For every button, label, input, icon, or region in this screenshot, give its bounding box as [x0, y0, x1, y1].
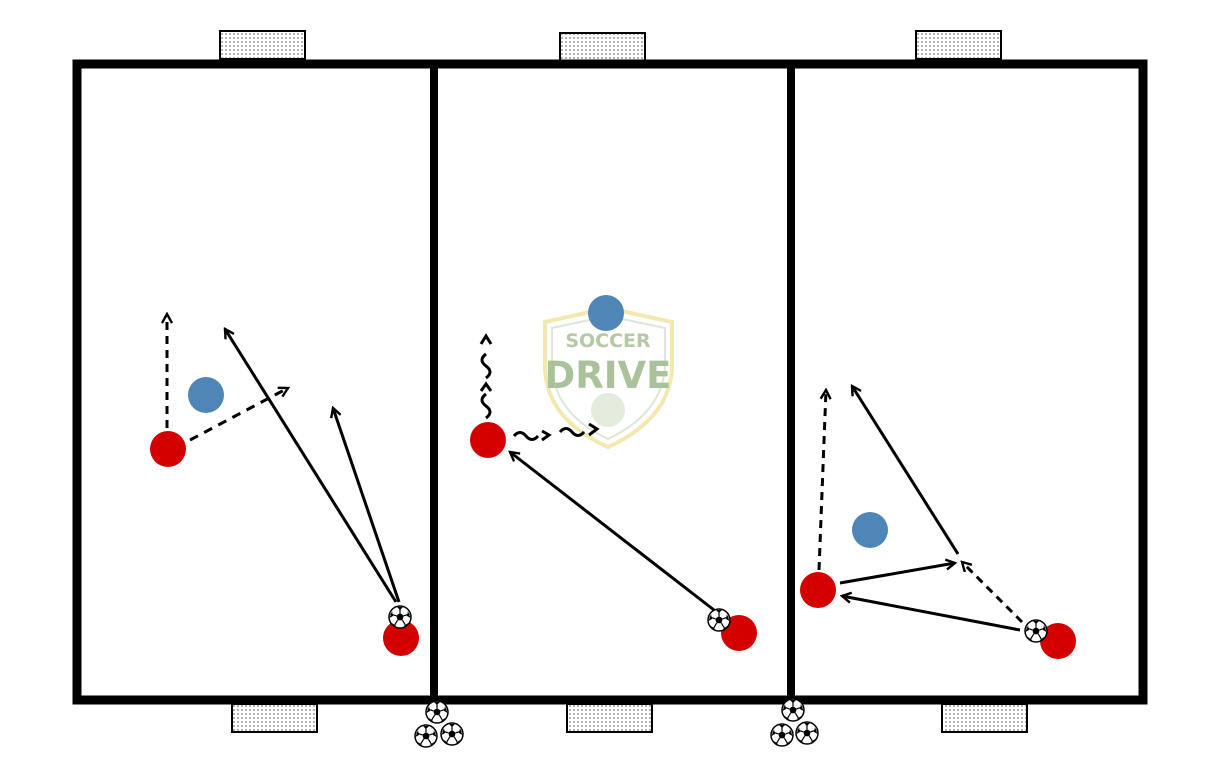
- soccer-ball-icon: [781, 698, 805, 722]
- field-outline: [72, 59, 1148, 705]
- soccer-ball-icon: [707, 608, 731, 632]
- goal-icon: [915, 30, 1002, 60]
- grid-1: [150, 314, 419, 656]
- run-arrow-icon: [962, 562, 1024, 624]
- soccer-ball-icon: [388, 605, 412, 629]
- attacker-player: [383, 620, 419, 656]
- soccer-ball-icon: [795, 721, 819, 745]
- goal-icon: [559, 32, 646, 62]
- ball-supply: [770, 698, 819, 747]
- soccer-ball-icon: [425, 700, 449, 724]
- run-arrow-icon: [817, 390, 826, 571]
- pass-arrow-icon: [225, 329, 398, 603]
- dribble-arrow-icon: [479, 333, 493, 420]
- dribble-arrow-icon: [512, 422, 600, 442]
- grid-2: [470, 295, 757, 651]
- attacker-player: [800, 572, 836, 608]
- soccer-ball-icon: [414, 724, 438, 748]
- pass-arrow-icon: [333, 408, 401, 603]
- defender-player: [852, 512, 888, 548]
- goal-icon: [219, 30, 306, 60]
- goal-icon: [566, 703, 653, 733]
- pass-arrow-icon: [852, 386, 960, 555]
- defender-player: [188, 377, 224, 413]
- goal-icon: [231, 703, 318, 733]
- attacker-player: [150, 431, 186, 467]
- attacker-player: [470, 422, 506, 458]
- pass-arrow-icon: [839, 563, 955, 585]
- logo-line1: SOCCER: [565, 330, 651, 352]
- defender-player: [588, 295, 624, 331]
- soccer-ball-icon: [1024, 619, 1048, 643]
- logo-line2: DRIVE: [545, 354, 672, 397]
- soccer-ball-icon: [770, 723, 794, 747]
- grid-3: [800, 386, 1076, 659]
- soccer-ball-icon: [440, 722, 464, 746]
- soccer-drive-logo: SOCCER DRIVE: [543, 305, 674, 450]
- pass-arrow-icon: [842, 596, 1021, 632]
- attacker-player: [1040, 623, 1076, 659]
- ball-supply: [414, 700, 464, 748]
- goal-icon: [941, 703, 1028, 733]
- run-arrow-icon: [189, 388, 288, 442]
- pass-arrow-icon: [510, 452, 715, 612]
